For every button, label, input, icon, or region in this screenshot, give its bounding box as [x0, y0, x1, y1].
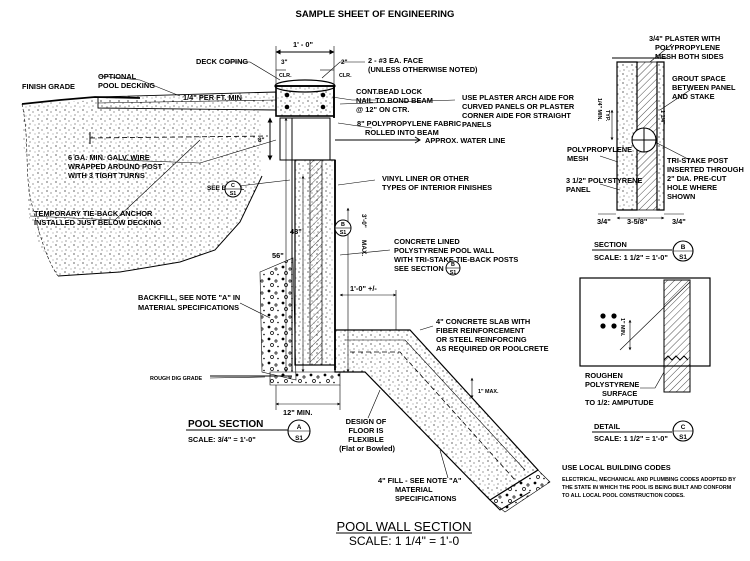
svg-text:B: B [341, 222, 345, 228]
detail-c-drawing [579, 277, 711, 393]
dim-3ft: 3'-0" [360, 214, 367, 228]
section-b-mesh-label: POLYPROPYLENE MESH [567, 145, 634, 163]
dim-max: MAX. [360, 240, 367, 256]
vinyl-label: VINYL LINER OR OTHER TYPES OF INTERIOR F… [382, 174, 492, 192]
dim-56in: 56" [272, 251, 284, 260]
poly-fabric-label: 8" POLYPROPYLENE FABRIC ROLLED INTO BEAM [357, 119, 463, 137]
section-b-plaster-label: 3/4" PLASTER WITH POLYPROPYLENE MESH BOT… [649, 34, 724, 61]
section-b-dim-a: 3/4" [597, 217, 611, 226]
section-b-title: SECTION [594, 240, 627, 249]
svg-text:C: C [231, 183, 235, 189]
dim-8in: 8" [258, 137, 265, 144]
main-title-block: POOL WALL SECTION SCALE: 1 1/4" = 1'-0 [336, 519, 472, 548]
section-b-tristake-label: TRI-STAKE POST INSERTED THROUGH 2" DIA. … [667, 156, 746, 201]
bead-lock-label: CONT.BEAD LOCK NAIL TO BOND BEAM @ 12" O… [356, 87, 435, 114]
codes-heading: USE LOCAL BUILDING CODES [562, 463, 671, 472]
slope-label: 1/4" PER FT. MIN [183, 93, 242, 102]
svg-text:S1: S1 [679, 434, 687, 441]
section-b-grout-label: GROUT SPACE BETWEEN PANEL AND STAKE [672, 74, 737, 101]
dim-2in: 2" [341, 59, 348, 66]
water-line [335, 136, 421, 144]
dim-2in-clr: CLR. [339, 73, 352, 79]
concrete-wall-label: CONCRETE LINED POLYSTYRENE POOL WALL WIT… [394, 237, 520, 273]
main-scale: SCALE: 1 1/4" = 1'-0 [349, 534, 460, 548]
backfill-label: BACKFILL, SEE NOTE "A" IN MATERIAL SPECI… [138, 293, 242, 312]
pool-wall [291, 118, 336, 372]
section-b-dim-v1b: TYP. [604, 110, 610, 122]
section-b-dim-v2: 1 1/4" [659, 110, 665, 125]
svg-text:S1: S1 [295, 435, 303, 442]
finish-grade-label: FINISH GRADE [22, 82, 75, 91]
optional-decking-label: OPTIONAL POOL DECKING [98, 72, 155, 90]
detail-c-title-block: DETAIL SCALE: 1 1/2" = 1'-0" C S1 [592, 420, 694, 443]
fill-label: 4" FILL - SEE NOTE "A" MATERIAL SPECIFIC… [378, 476, 464, 503]
dim-3in-clr: CLR. [279, 73, 292, 79]
detail-c-min: 1" MIN. [619, 318, 625, 337]
dim-1ft-pm: 1'-0" +/- [350, 284, 377, 293]
detail-c-scale: SCALE: 1 1/2" = 1'-0" [594, 434, 668, 443]
plaster-arch-label: USE PLASTER ARCH AIDE FOR CURVED PANELS … [462, 93, 576, 129]
deck-coping-label: DECK COPING [196, 57, 248, 66]
detail-c-callout: C S1 [224, 180, 242, 198]
section-b-drawing [598, 43, 691, 220]
svg-text:S1: S1 [450, 270, 457, 276]
section-b-title-block: SECTION SCALE: 1 1/2" = 1'-0" B S1 [592, 240, 694, 262]
section-b-panel-label: 3 1/2" POLYSTYRENE PANEL [566, 176, 644, 194]
pool-section-title-block: POOL SECTION SCALE: 3/4" = 1'-0" A S1 [186, 419, 311, 444]
dim-1in-max: 1" MAX. [478, 389, 499, 395]
dim-top-width: 1' - 0" [293, 40, 314, 49]
svg-text:C: C [681, 424, 686, 431]
section-b-dim-b: 3-5/8" [627, 217, 648, 226]
section-b-dim-v1: 1/4" MIN. [596, 98, 602, 121]
section-b-callout-text: B S1 [445, 260, 461, 276]
pool-section-scale: SCALE: 3/4" = 1'-0" [188, 435, 256, 444]
svg-text:B: B [681, 244, 686, 251]
floor-slab [334, 329, 551, 513]
detail-c-rough-label: ROUGHEN POLYSTYRENE SURFACE TO 1/2: AMPU… [585, 371, 654, 407]
slab-label: 4" CONCRETE SLAB WITH FIBER REINFORCEMEN… [436, 317, 549, 353]
leader-lines [29, 61, 456, 479]
detail-c-title: DETAIL [594, 422, 621, 431]
dim-48in: 48" [290, 227, 302, 236]
rebar-label: 2 - #3 EA. FACE (UNLESS OTHERWISE NOTED) [368, 56, 478, 74]
section-b-callout-main: B S1 [334, 219, 352, 237]
section-b-dim-c: 3/4" [672, 217, 686, 226]
svg-text:B: B [451, 262, 455, 268]
dimension-lines [267, 46, 474, 410]
section-b-scale: SCALE: 1 1/2" = 1'-0" [594, 253, 668, 262]
main-title: POOL WALL SECTION [336, 519, 471, 534]
rough-dig-label: ROUGH DIG GRADE [150, 376, 203, 382]
svg-text:A: A [297, 424, 302, 431]
dim-12in-min: 12" MIN. [283, 408, 312, 417]
codes-body: ELECTRICAL, MECHANICAL AND PLUMBING CODE… [562, 477, 737, 499]
bond-beam [274, 79, 336, 161]
tieback-label: TEMPORARY TIE-BACK ANCHOR INSTALLED JUST… [34, 209, 162, 227]
tieback-anchor [89, 135, 269, 139]
sheet-title: SAMPLE SHEET OF ENGINEERING [296, 9, 455, 20]
svg-text:S1: S1 [230, 191, 237, 197]
svg-text:S1: S1 [679, 254, 687, 261]
codes-note: USE LOCAL BUILDING CODES ELECTRICAL, MEC… [562, 463, 737, 499]
wire-label: 6 GA. MIN. GALV. WIRE WRAPPED AROUND POS… [68, 153, 164, 180]
water-line-label: APPROX. WATER LINE [425, 136, 505, 145]
dim-3in: 3" [281, 59, 288, 66]
design-floor-label: DESIGN OF FLOOR IS FLEXIBLE (Flat or Bow… [339, 417, 395, 453]
svg-text:S1: S1 [340, 230, 347, 236]
pool-section-title: POOL SECTION [188, 419, 263, 430]
